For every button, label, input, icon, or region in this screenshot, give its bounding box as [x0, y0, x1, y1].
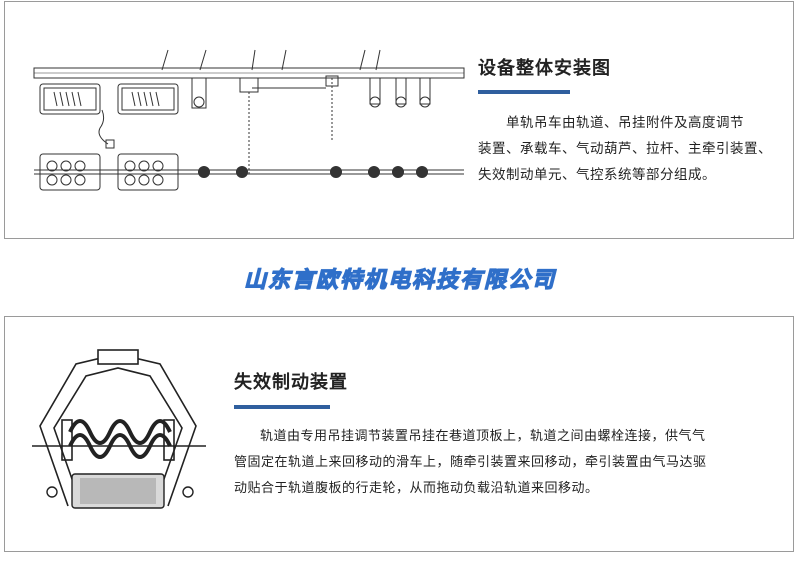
description-line: 装置、承载车、气动葫芦、拉杆、主牵引装置、: [478, 141, 772, 157]
brake-device-drawing: [32, 349, 206, 509]
title-underline: [478, 90, 570, 94]
installation-drawing: [33, 49, 465, 191]
section-title-brake: 失效制动装置: [234, 372, 348, 393]
description-line: 单轨吊车由轨道、吊挂附件及高度调节: [506, 115, 744, 131]
description-line: 动贴合于轨道腹板的行走轮，从而拖动负载沿轨道来回移动。: [234, 481, 599, 496]
description-line: 管固定在轨道上来回移动的滑车上，随牵引装置来回移动，牵引装置由气马达驱: [234, 455, 707, 470]
description-line: 失效制动单元、气控系统等部分组成。: [478, 167, 716, 183]
title-underline: [234, 405, 330, 409]
company-name-banner: 山东言欧特机电科技有限公司: [243, 267, 556, 293]
brake-description: 轨道由专用吊挂调节装置吊挂在巷道顶板上，轨道之间由螺栓连接，供气气 管固定在轨道…: [234, 424, 790, 502]
installation-description: 单轨吊车由轨道、吊挂附件及高度调节 装置、承载车、气动葫芦、拉杆、主牵引装置、 …: [478, 110, 788, 188]
section-title-installation: 设备整体安装图: [478, 58, 611, 79]
description-line: 轨道由专用吊挂调节装置吊挂在巷道顶板上，轨道之间由螺栓连接，供气气: [260, 429, 706, 444]
installation-panel: [4, 1, 794, 239]
